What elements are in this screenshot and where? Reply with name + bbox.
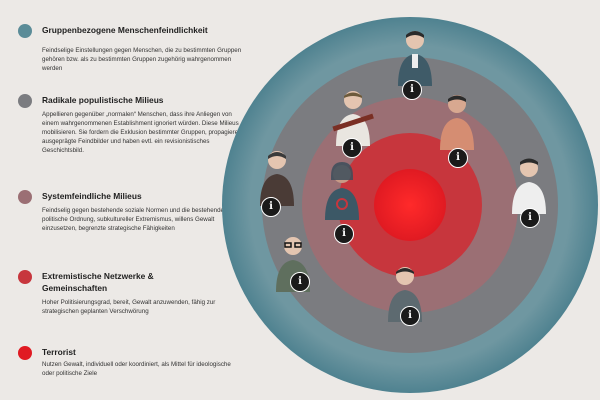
info-button-5[interactable]: i	[334, 224, 354, 244]
person-figure-5	[325, 162, 359, 220]
legend-title: Terrorist	[42, 347, 76, 357]
legend-title: Radikale populistische Milieus	[42, 95, 164, 105]
person-figure-1	[398, 31, 432, 86]
person-figure-4	[260, 151, 294, 206]
legend-description: Nutzen Gewalt, individuell oder koordini…	[42, 361, 231, 377]
legend-title: Extremistische Netzwerke & Gemeinschafte…	[42, 271, 154, 293]
info-button-7[interactable]: i	[290, 272, 310, 292]
legend-title: Systemfeindliche Milieus	[42, 191, 142, 201]
ring-terrorist-center	[374, 169, 446, 241]
legend-description: Appellieren gegenüber „normalen“ Mensche…	[42, 111, 242, 154]
person-figure-3	[440, 95, 474, 150]
legend-dot-red	[18, 346, 32, 360]
person-figure-2	[332, 91, 374, 146]
info-button-6[interactable]: i	[520, 208, 540, 228]
person-figure-6	[512, 158, 546, 214]
legend-description: Feindselig gegen bestehende soziale Norm…	[42, 207, 224, 232]
info-button-2[interactable]: i	[342, 138, 362, 158]
legend-description: Hoher Politisierungsgrad, bereit, Gewalt…	[42, 299, 216, 315]
legend-description: Feindselige Einstellungen gegen Menschen…	[42, 47, 242, 72]
info-button-4[interactable]: i	[261, 197, 281, 217]
info-button-1[interactable]: i	[402, 80, 422, 100]
legend-dot-dark-red	[18, 270, 32, 284]
legend-dot-gray	[18, 94, 32, 108]
legend-dot-teal	[18, 24, 32, 38]
legend-dot-mauve	[18, 190, 32, 204]
info-button-8[interactable]: i	[400, 306, 420, 326]
legend-title: Gruppenbezogene Menschenfeindlichkeit	[42, 25, 208, 35]
info-button-3[interactable]: i	[448, 148, 468, 168]
